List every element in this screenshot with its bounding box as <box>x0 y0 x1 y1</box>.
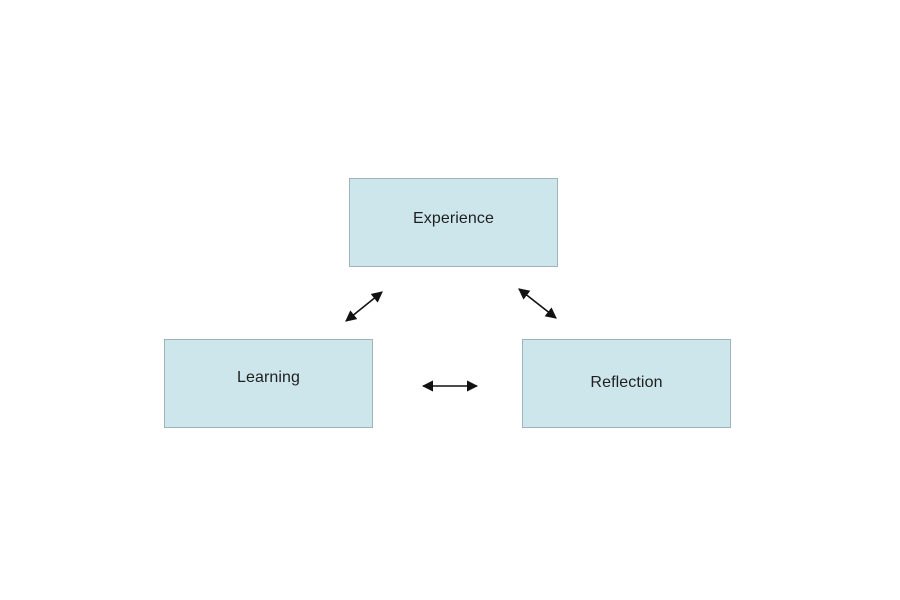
reflection-box: Reflection <box>522 339 731 428</box>
learning-experience-arrow <box>345 291 383 322</box>
experience-box: Experience <box>349 178 558 267</box>
experience-reflection-arrow <box>518 288 557 319</box>
experience-label: Experience <box>412 209 495 227</box>
learning-label: Learning <box>236 368 301 386</box>
learning-box: Learning <box>164 339 373 428</box>
reflection-label: Reflection <box>590 373 663 391</box>
